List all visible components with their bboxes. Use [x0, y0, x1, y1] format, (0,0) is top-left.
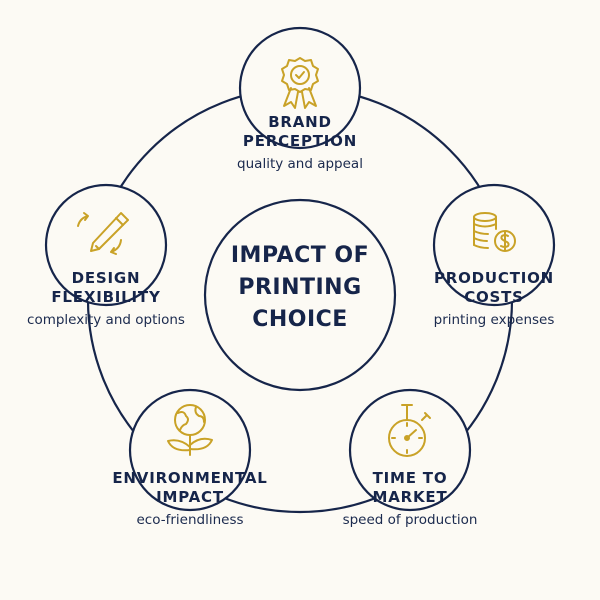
- node-environmental-subtitle: eco-friendliness: [136, 512, 244, 528]
- node-design-subtitle: complexity and options: [27, 312, 185, 328]
- center-title-line: CHOICE: [252, 307, 348, 332]
- center-title: IMPACT OF PRINTING CHOICE: [205, 240, 395, 336]
- node-design-label: DESIGN FLEXIBILITY complexity and option…: [16, 269, 196, 328]
- node-production-title-line: PRODUCTION: [433, 269, 555, 287]
- node-production-subtitle: printing expenses: [433, 312, 555, 328]
- node-circle-production: [432, 183, 556, 307]
- node-brand-label: BRAND PERCEPTION quality and appeal: [200, 113, 400, 172]
- pencil-arrows-icon: [77, 212, 129, 255]
- node-circle-brand: [238, 26, 362, 150]
- node-environmental-title-line: IMPACT: [156, 488, 224, 506]
- coin-stack-dollar-icon: [473, 212, 516, 252]
- stopwatch-icon: [388, 404, 431, 457]
- node-production-title-line: COSTS: [464, 288, 524, 306]
- node-brand-title-line: PERCEPTION: [242, 132, 358, 150]
- globe-sprout-icon: [167, 404, 213, 456]
- node-environmental-label: ENVIRONMENTAL IMPACT eco-friendliness: [100, 469, 280, 528]
- node-brand-subtitle: quality and appeal: [237, 156, 363, 172]
- node-circle-time: [348, 388, 472, 512]
- award-badge-icon: [281, 57, 319, 109]
- center-title-line: PRINTING: [238, 275, 362, 300]
- node-time-title-line: MARKET: [372, 488, 448, 506]
- node-production-label: PRODUCTION COSTS printing expenses: [414, 269, 574, 328]
- node-brand-title-line: BRAND: [268, 113, 332, 131]
- center-circle: [203, 198, 397, 392]
- center-title-line: IMPACT OF: [230, 243, 370, 268]
- node-time-title-line: TIME TO: [372, 469, 448, 487]
- node-time-subtitle: speed of production: [342, 512, 478, 528]
- node-design-title-line: FLEXIBILITY: [51, 288, 161, 306]
- node-design-title-line: DESIGN: [71, 269, 141, 287]
- node-circle-design: [44, 183, 168, 307]
- node-environmental-title-line: ENVIRONMENTAL: [112, 469, 268, 487]
- node-time-label: TIME TO MARKET speed of production: [320, 469, 500, 528]
